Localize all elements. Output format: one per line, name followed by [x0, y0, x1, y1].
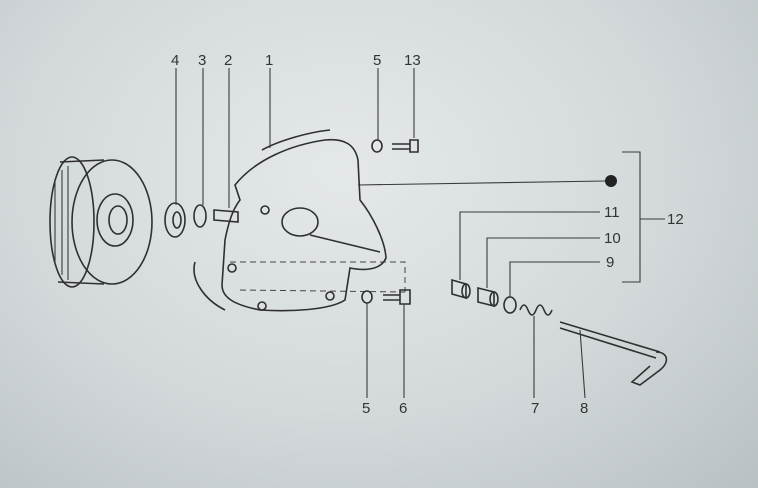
washer-part-5-bottom	[361, 290, 373, 304]
label-5-bottom: 5	[362, 400, 370, 417]
label-12: 12	[667, 211, 684, 228]
label-6: 6	[399, 400, 407, 417]
oring-part-9	[503, 296, 517, 314]
washer-part-5-top	[371, 139, 383, 153]
dot-marker	[605, 175, 617, 187]
spring-part-7	[519, 304, 553, 316]
ring-part-3	[193, 204, 207, 228]
shaft-part-8	[559, 321, 668, 386]
label-13: 13	[404, 52, 421, 69]
bolt-part-13	[392, 139, 419, 153]
clutch-assembly	[49, 156, 153, 288]
label-4: 4	[171, 52, 179, 69]
label-9: 9	[606, 254, 614, 271]
label-5-top: 5	[373, 52, 381, 69]
label-1: 1	[265, 52, 273, 69]
cover-part-1	[193, 129, 406, 312]
bolt-part-6	[383, 289, 411, 305]
bushing-part-11	[451, 278, 471, 300]
seal-part-4	[164, 202, 186, 238]
pin-part-2	[213, 209, 239, 223]
label-8: 8	[580, 400, 588, 417]
bushing-part-10	[477, 286, 499, 308]
label-10: 10	[604, 230, 621, 247]
label-3: 3	[198, 52, 206, 69]
label-2: 2	[224, 52, 232, 69]
label-11: 11	[604, 204, 620, 221]
label-7: 7	[531, 400, 539, 417]
leader-lines	[175, 68, 665, 399]
